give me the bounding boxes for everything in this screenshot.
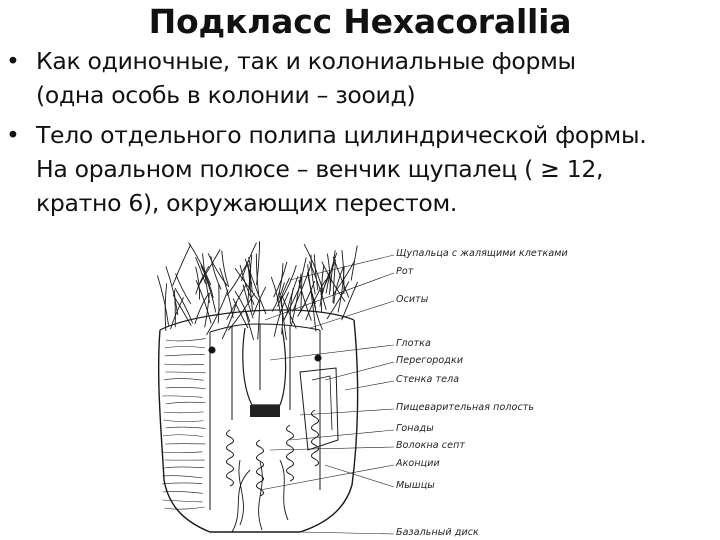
diagram-label: Базальный диск — [396, 527, 479, 538]
diagram-label: Щупальца с жалящими клетками — [396, 248, 568, 259]
diagram-label: Рот — [396, 266, 413, 277]
bullet-line: (одна особь в колонии – зооид) — [36, 78, 718, 112]
diagram-label: Гонады — [396, 423, 434, 434]
bullet-line: Как одиночные, так и колониальные формы — [36, 44, 718, 78]
diagram-label: Перегородки — [396, 355, 463, 366]
bullet-line: Тело отдельного полипа цилиндрической фо… — [36, 118, 718, 152]
bullet-line: кратно 6), окружающих перестом. — [36, 186, 718, 220]
diagram-label: Оситы — [396, 294, 428, 305]
bullet-list: • Как одиночные, так и колониальные форм… — [6, 44, 718, 226]
polyp-illustration — [140, 240, 580, 540]
tentacle-crown — [157, 241, 357, 340]
bullet-icon: • — [6, 118, 20, 152]
diagram-label: Глотка — [396, 338, 431, 349]
bullet-item-1: • Как одиночные, так и колониальные форм… — [6, 44, 718, 112]
diagram-label: Стенка тела — [396, 374, 459, 385]
diagram-label: Мышцы — [396, 480, 435, 491]
slide-title: Подкласс Hexacorallia — [0, 2, 720, 41]
polyp-diagram: Щупальца с жалящими клеткамиРотОситыГлот… — [140, 240, 580, 540]
diagram-label: Аконции — [396, 458, 440, 469]
diagram-label: Пищеварительная полость — [396, 402, 534, 413]
bullet-item-2: • Тело отдельного полипа цилиндрической … — [6, 118, 718, 220]
bullet-line: На оральном полюсе – венчик щупалец ( ≥ … — [36, 152, 718, 186]
bullet-icon: • — [6, 44, 20, 78]
diagram-label: Волокна септ — [396, 440, 465, 451]
